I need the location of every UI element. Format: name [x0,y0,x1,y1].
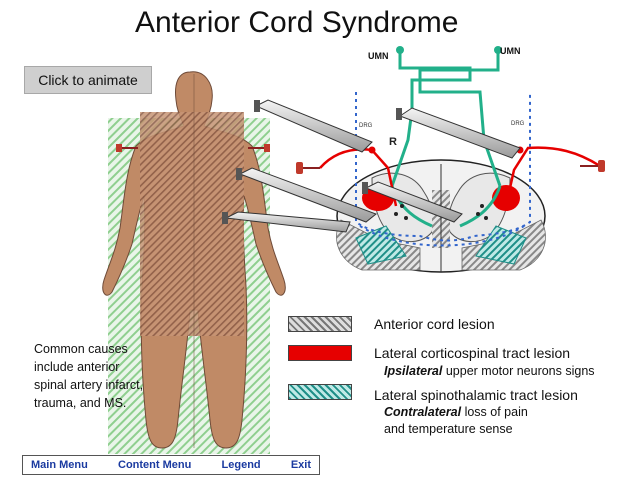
umn-label-left: UMN [368,51,389,61]
legend-corticospinal-note: Ipsilateral upper motor neurons signs [384,364,595,378]
body-silhouette [102,71,286,449]
neuron-dots [394,204,488,220]
pushpin-right [580,160,605,172]
content-menu-link[interactable]: Content Menu [118,459,192,471]
scalpel-3 [236,167,378,223]
scalpel-4 [222,211,351,233]
page-title: Anterior Cord Syndrome [135,6,459,39]
legend-swatch-corticospinal [288,345,352,361]
drg-node-left [368,146,376,154]
pin-left-arm [116,144,138,152]
drg-label-right: DRG [511,121,525,127]
umn-node-left [396,46,404,54]
legend-swatch-anterior [288,316,352,332]
legend-corticospinal-note-emph: Ipsilateral [384,364,443,378]
legend-spinothalamic-label: Lateral spinothalamic tract lesion [374,387,578,403]
legend-corticospinal-note-rest: upper motor neurons signs [442,364,595,378]
main-menu-link[interactable]: Main Menu [31,459,88,471]
legend-swatch-spinothalamic [288,384,352,400]
common-causes-text: Common causes include anterior spinal ar… [34,342,144,410]
legend-spinothalamic-note-line2: and temperature sense [384,422,513,436]
legend-link[interactable]: Legend [221,459,261,471]
umn-label-right: UMN [500,46,521,56]
spinothalamic-lesion-right [475,225,527,265]
scalpel-5 [362,181,463,223]
legend-spinothalamic-note-emph: Contralateral [384,405,462,419]
drg-label-left: DRG [359,123,373,129]
scalpel-1 [254,99,373,153]
bottom-menu-bar: Main Menu Content Menu Legend Exit [22,455,320,475]
legend-spinothalamic-note: Contralateral loss of pain [384,405,528,419]
umn-node-right [494,46,502,54]
animate-button[interactable]: Click to animate [24,66,152,94]
pushpin-left [296,162,320,174]
exit-link[interactable]: Exit [290,459,311,471]
legend-anterior-label: Anterior cord lesion [374,316,495,332]
scalpel-2 [396,107,521,159]
legend-corticospinal-label: Lateral corticospinal tract lesion [374,345,571,361]
spinothalamic-lesion-left [355,225,407,265]
r-label: R [389,136,397,148]
legend-spinothalamic-note-rest: loss of pain [461,405,528,419]
dashed-tract-boundary [355,92,531,242]
pin-right-arm [248,144,270,152]
